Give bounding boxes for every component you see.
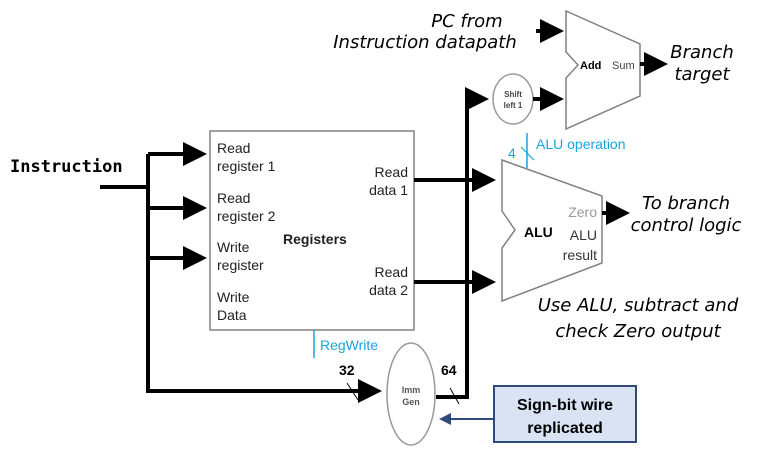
callout-line-1: Sign-bit wire [517,397,613,414]
read-register-2-label-2: register 2 [217,208,276,224]
write-data-label: Write [217,289,250,305]
width-slash-32 [346,382,359,401]
read-data-2-label: Read [375,264,408,280]
registers-block [209,130,415,331]
instruction-label: Instruction [10,157,123,177]
read-register-1-label: Read [217,140,250,156]
instruction-wires [100,142,382,403]
alu-operation-label: ALU operation [536,136,626,152]
alu-note-line-1: Use ALU, subtract and [538,295,739,316]
registers-title: Registers [283,231,347,247]
write-register-label-2: register [217,257,264,273]
imm-gen-block [386,342,436,446]
callout-line-2: replicated [527,420,603,437]
branch-target-label-1: Branch [670,42,734,63]
branch-control-label-2: control logic [631,215,742,236]
imm-in-width-label: 32 [339,362,355,378]
instruction-trunk-wire [146,154,382,403]
read-data-2-label-2: data 2 [369,282,408,298]
read-register-1-label-2: register 1 [217,158,276,174]
adder-sum-label: Sum [612,60,635,72]
regwrite-label: RegWrite [320,337,378,353]
shift-label-1: Shift [504,90,522,99]
alu-result-label-1: ALU [570,227,597,243]
adder-label: Add [580,60,601,72]
alu-zero-label: Zero [568,204,597,220]
alu-label: ALU [524,224,553,240]
read-data-1-label-2: data 1 [369,182,408,198]
imm-gen-label-2: Gen [402,397,420,407]
alu-result-label-2: result [563,247,597,263]
imm-gen-label-1: Imm [402,385,421,395]
write-data-label-2: Data [217,307,247,323]
branch-target-label-2: target [674,64,730,85]
sign-bit-callout [493,385,637,443]
pc-label-2: Instruction datapath [333,32,517,53]
branch-control-label-1: To branch [642,193,730,214]
read-register-2-label: Read [217,190,250,206]
shift-left-block [492,73,534,125]
adder-block [565,9,641,131]
alu-block [501,158,603,303]
write-register-label: Write [217,239,250,255]
read-data-1-label: Read [375,164,408,180]
alu-control-width: 4 [508,145,516,161]
width-slash-64 [449,387,460,405]
alu-control-slash [520,146,535,161]
imm-gen-output-wire [436,87,489,399]
alu-note-line-2: check Zero output [555,321,721,342]
shift-label-2: left 1 [504,101,523,110]
imm-out-width-label: 64 [441,362,457,378]
pc-label-1: PC from [431,11,502,32]
